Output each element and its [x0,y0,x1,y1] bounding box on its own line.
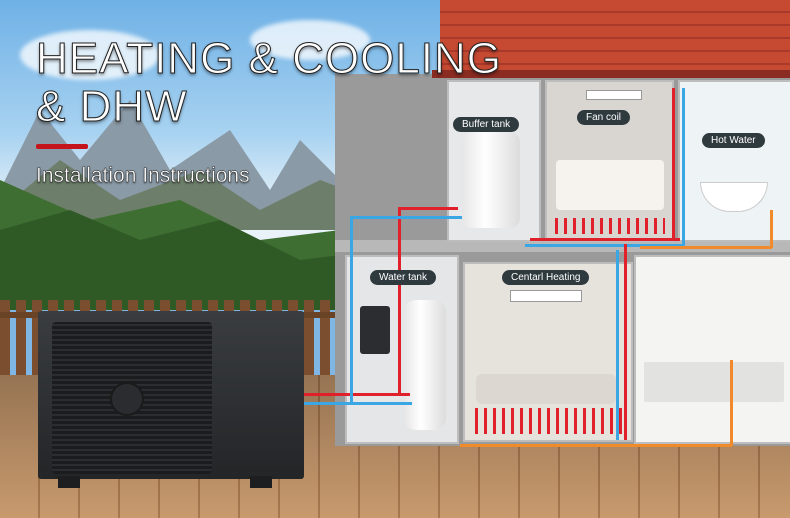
headline-line-1: HEATING & COOLING [35,34,503,84]
unit-foot [58,476,80,488]
hot-pipe [398,207,401,395]
hot-pipe [672,88,675,240]
return-pipe [730,360,733,446]
label-hot-water: Hot Water [702,133,765,148]
cold-pipe [616,250,619,440]
water-tank-icon [404,300,446,430]
label-water-tank: Water tank [370,270,436,285]
label-central-heating: Centarl Heating [502,270,590,285]
accent-bar [36,144,88,149]
hot-pipe [530,238,680,241]
label-fan-coil: Fan coil [577,110,631,125]
fan-icon [110,382,144,416]
hot-pipe [398,207,458,210]
floor-heating-coil [555,218,665,234]
controller-icon [360,306,390,354]
sofa-icon [476,374,616,404]
cold-pipe [350,216,353,404]
central-heating-unit-icon [510,290,582,302]
roof [440,0,790,74]
buffer-tank-icon [462,132,520,228]
fan-coil-icon [586,90,642,100]
return-pipe [640,246,772,249]
hot-pipe [300,393,410,396]
cold-pipe [300,402,412,405]
unit-foot [250,476,272,488]
floor-heating-coil [475,408,623,434]
cloud [250,20,370,60]
label-buffer-tank: Buffer tank [453,117,520,132]
hot-pipe [624,244,627,440]
cloud [20,30,160,80]
return-pipe [770,210,773,248]
bathroom [678,80,790,242]
bed-icon [556,160,664,210]
cold-pipe [350,216,462,219]
cold-pipe [682,88,685,246]
kitchen-counter-icon [644,362,784,402]
return-pipe [460,444,732,447]
cold-pipe [525,244,685,247]
headline-line-2: & DHW [36,82,188,132]
roof-edge [432,70,790,78]
subtitle: Installation Instructions [36,164,250,187]
kitchen [634,255,790,444]
